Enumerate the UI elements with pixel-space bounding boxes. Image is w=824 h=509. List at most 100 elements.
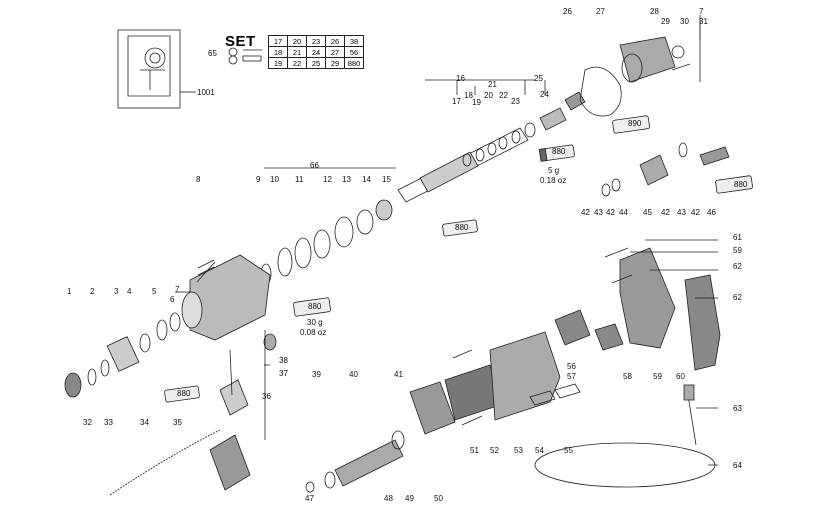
part-number-label: 59: [653, 372, 662, 381]
part-number-label: 8: [196, 175, 201, 184]
part-number-label: 30: [680, 17, 689, 26]
part-number-label: 31: [699, 17, 708, 26]
grease-amount: 0.08 oz: [300, 328, 327, 337]
part-number-label: 51: [470, 446, 479, 455]
handle-shell-right: [684, 274, 721, 371]
part-number-label: 22: [499, 91, 508, 100]
part-number-label: 43: [594, 208, 603, 217]
handle-shell-left: [619, 247, 676, 349]
part-number-label: 32: [83, 418, 92, 427]
part-number-label: 36: [262, 392, 271, 401]
set-cell: 56: [344, 46, 364, 58]
part-number-label: 24: [540, 90, 549, 99]
set-cell: 880: [344, 57, 364, 69]
set-title: SET: [225, 33, 256, 50]
part-number-label: 14: [362, 175, 371, 184]
set-cell: 26: [325, 35, 345, 47]
part-number-label: 62: [733, 262, 742, 271]
set-cell: 19: [268, 57, 288, 69]
part-number-label: 66: [310, 161, 319, 170]
gear-housing: [619, 36, 676, 83]
set-cell: 25: [306, 57, 326, 69]
set-cell: 29: [325, 57, 345, 69]
set-cell: 17: [268, 35, 288, 47]
part-number-label: 7: [699, 7, 704, 16]
part-number-label: 11: [295, 175, 304, 184]
part-number-label: 37: [279, 369, 288, 378]
part-number-label: 46: [707, 208, 716, 217]
part-number-label: 60: [676, 372, 685, 381]
part-number-label: 42: [661, 208, 670, 217]
part-number-label: 48: [384, 494, 393, 503]
part-number-label: 15: [382, 175, 391, 184]
part-number-label: 28: [650, 7, 659, 16]
part-number-label: 40: [349, 370, 358, 379]
part-number-label: 58: [623, 372, 632, 381]
part-number-label: 62: [733, 293, 742, 302]
part-number-label: 13: [342, 175, 351, 184]
part-number-label: 18: [464, 91, 473, 100]
part-number-label: 25: [534, 74, 543, 83]
set-pin-icon: [242, 55, 262, 62]
grease-amount: 0.18 oz: [540, 176, 567, 185]
set-cell: 24: [306, 46, 326, 58]
set-row: 17 20 23 26 38: [268, 35, 364, 47]
motor-housing: [489, 331, 561, 421]
gasket: [579, 66, 622, 117]
set-cell: 22: [287, 57, 307, 69]
part-number-label: 52: [490, 446, 499, 455]
part-number-label: 10: [270, 175, 279, 184]
set-cell: 23: [306, 35, 326, 47]
part-number-label: 6: [170, 295, 175, 304]
part-number-label: 1001: [197, 88, 215, 97]
depth-stop: [109, 429, 221, 496]
part-number-label: 42: [691, 208, 700, 217]
part-number-label: 27: [596, 7, 605, 16]
part-number-label: 38: [279, 356, 288, 365]
grease-amount: 30 g: [307, 318, 323, 327]
set-cell: 18: [268, 46, 288, 58]
fan-baffle: [409, 381, 456, 435]
part-number-label: 54: [535, 446, 544, 455]
inset-housing-part: [127, 35, 171, 97]
grease-tube-label: 880: [177, 389, 191, 398]
set-cell: 27: [325, 46, 345, 58]
part-number-label: 17: [452, 97, 461, 106]
part-number-label: 42: [606, 208, 615, 217]
part-number-label: 56: [567, 362, 576, 371]
part-number-label: 12: [323, 175, 332, 184]
part-number-label: 53: [514, 446, 523, 455]
dust-cap: [64, 372, 82, 398]
power-cable: [534, 442, 716, 488]
part-number-label: 61: [733, 233, 742, 242]
part-number-label: 3: [114, 287, 119, 296]
set-cell: 38: [344, 35, 364, 47]
set-row: 18 21 24 27 56: [268, 46, 364, 58]
inset-bearing: [144, 47, 166, 69]
set-cell: 21: [287, 46, 307, 58]
part-number-label: 20: [484, 91, 493, 100]
part-number-label: 4: [127, 287, 132, 296]
inset-detail-frame: [117, 29, 181, 109]
part-number-label: 19: [472, 98, 481, 107]
part-number-label: 50: [434, 494, 443, 503]
part-number-label: 64: [733, 461, 742, 470]
part-number-label: 47: [305, 494, 314, 503]
part-number-label: 43: [677, 208, 686, 217]
grease-tube-label: 880: [734, 180, 748, 189]
part-number-label: 23: [511, 97, 520, 106]
side-handle-grip: [209, 434, 251, 491]
part-number-label: 49: [405, 494, 414, 503]
set-parts-table: 17 20 23 26 38 18 21 24 27 56 19 22 25 2…: [268, 35, 364, 69]
grease-tube-label: 880: [455, 223, 469, 232]
locking-sleeve: [106, 336, 140, 372]
set-ring-icon: [228, 55, 238, 65]
part-number-label: 7: [175, 285, 180, 294]
part-number-label: 1: [67, 287, 72, 296]
set-row: 19 22 25 29 880: [268, 57, 364, 69]
part-number-label: 63: [733, 404, 742, 413]
part-number-label: 55: [564, 446, 573, 455]
part-number-label: 45: [643, 208, 652, 217]
